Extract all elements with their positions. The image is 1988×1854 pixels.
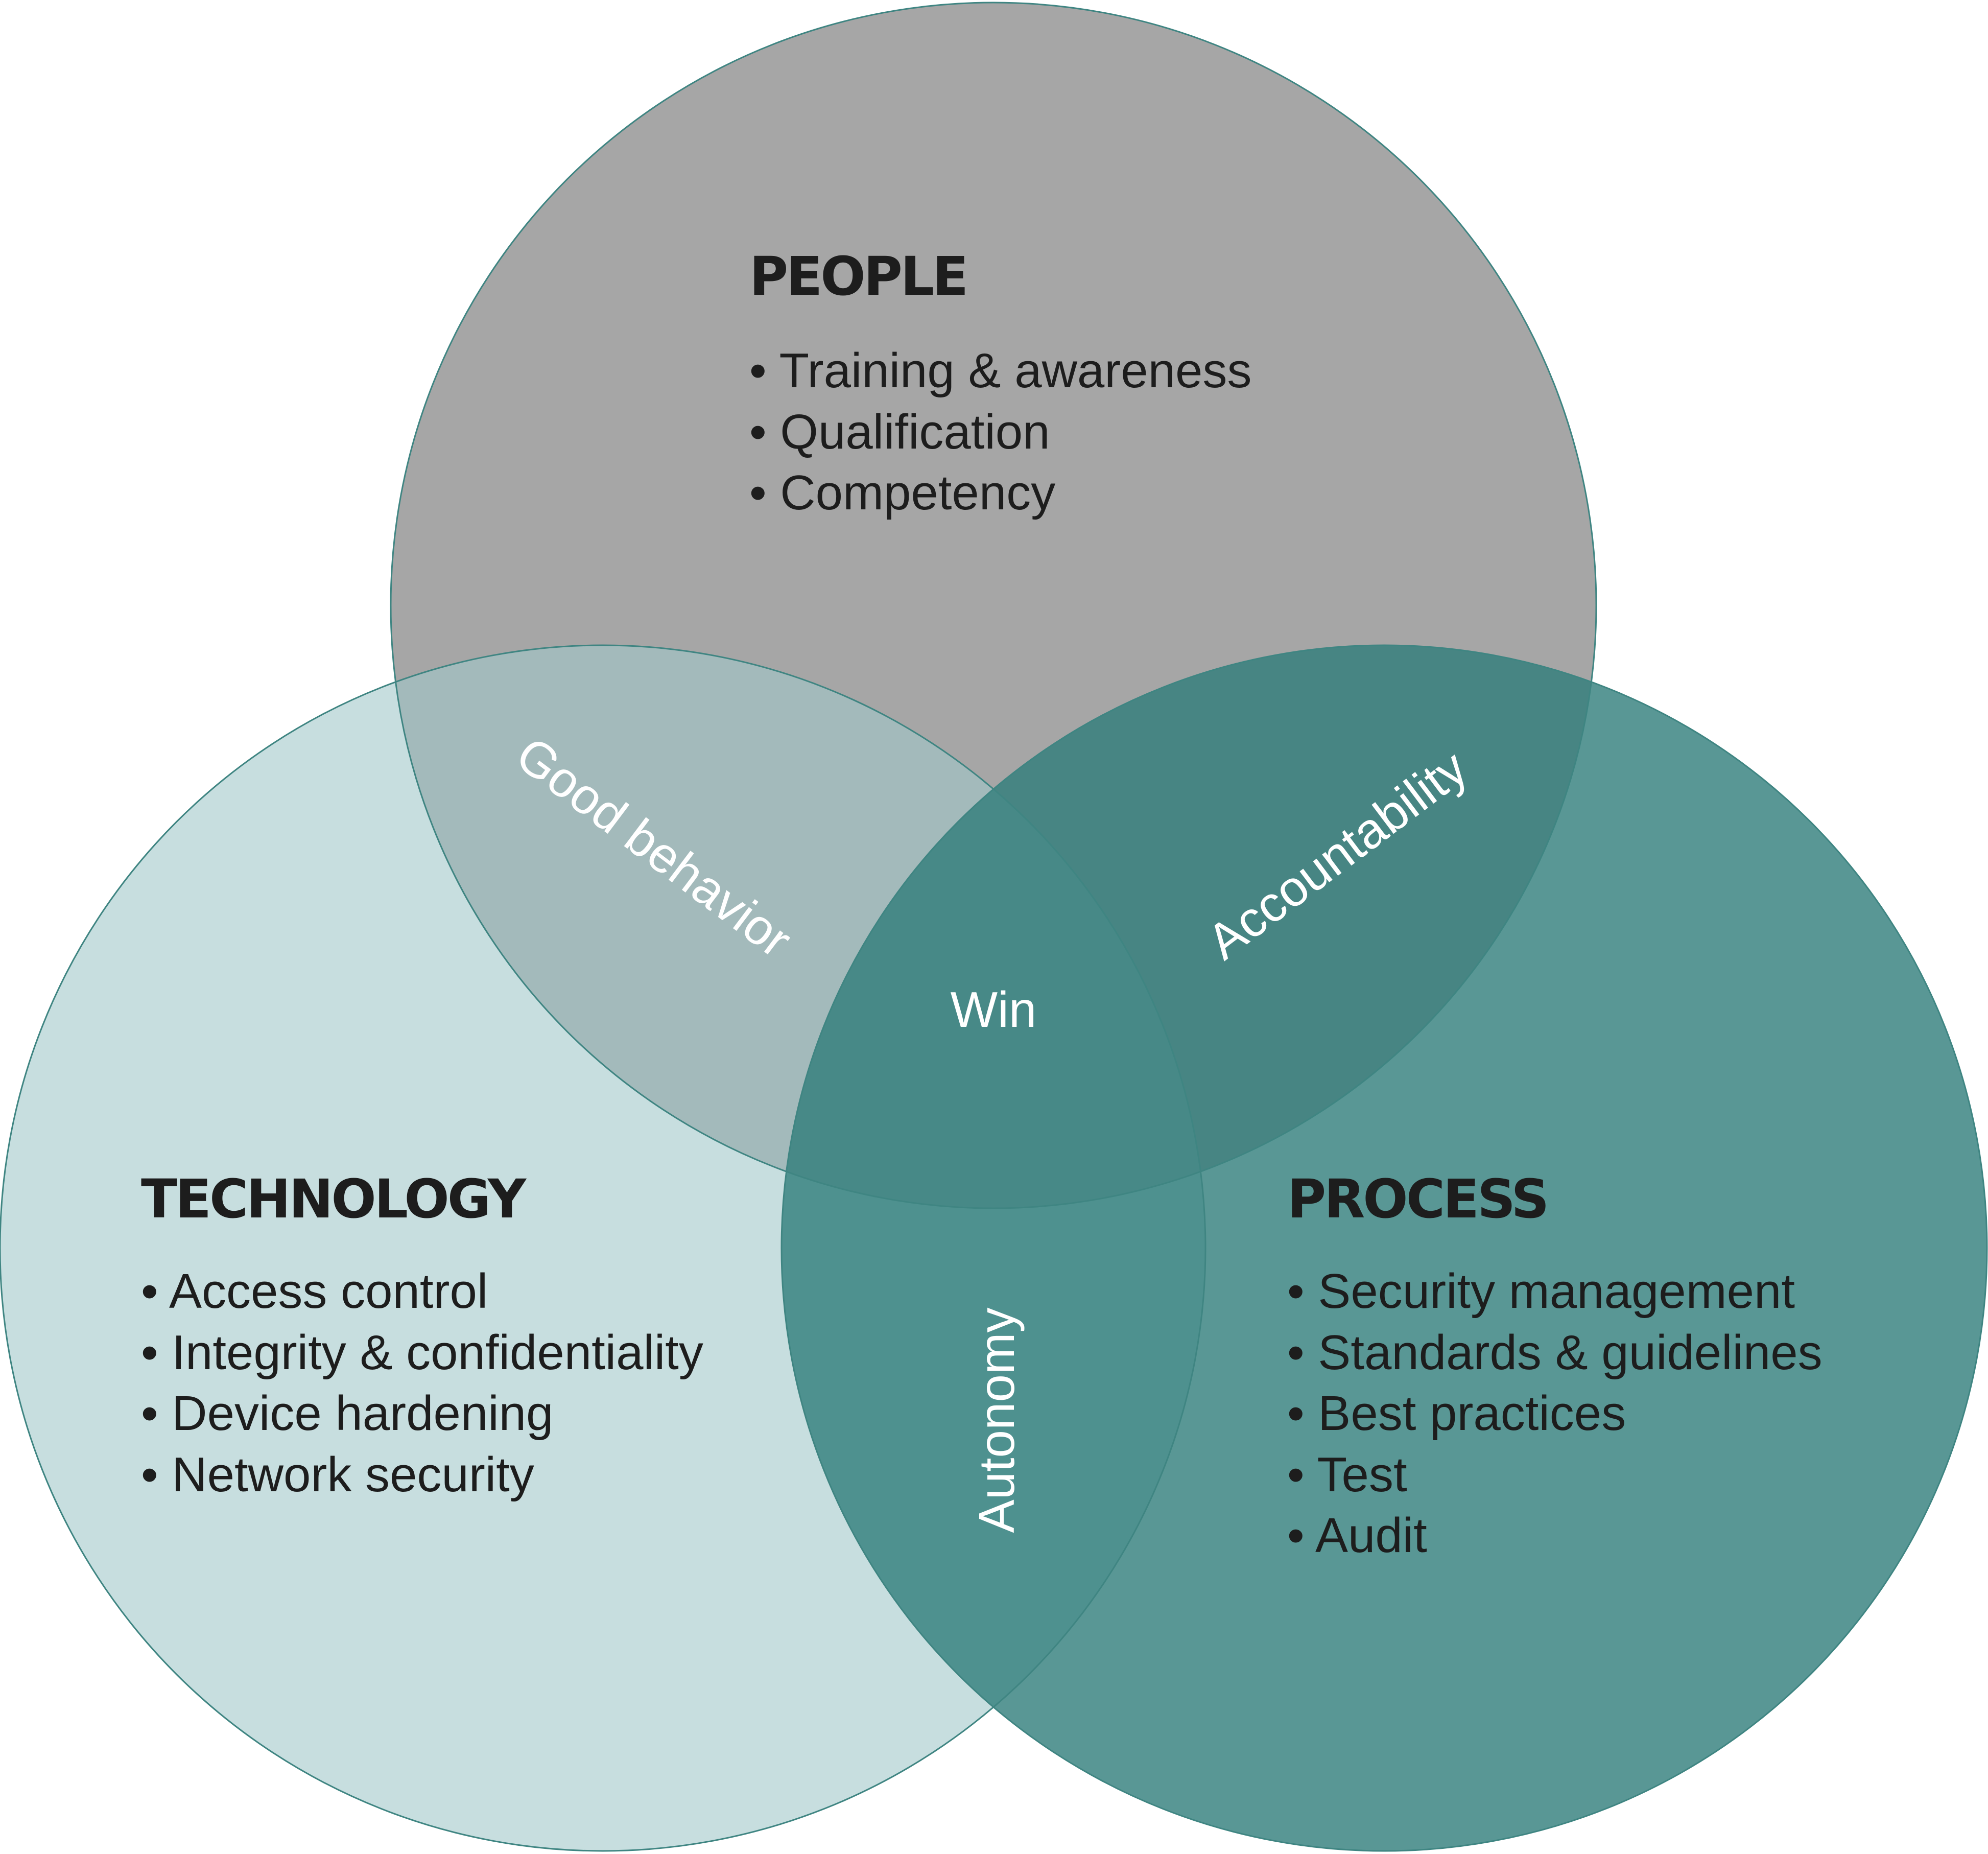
people-item: • Competency — [749, 465, 1055, 520]
people-item: • Qualification — [749, 405, 1050, 459]
process-item: • Security management — [1287, 1264, 1795, 1319]
overlap-label-win: Win — [951, 981, 1037, 1038]
process-item: • Best practices — [1287, 1386, 1626, 1441]
technology-item: • Access control — [141, 1264, 488, 1319]
overlap-label-autonomy: Autonomy — [968, 1307, 1025, 1533]
process-item: • Standards & guidelines — [1287, 1325, 1823, 1380]
process-title: PROCESS — [1287, 1168, 1547, 1230]
technology-title: TECHNOLOGY — [141, 1168, 527, 1230]
process-item: • Audit — [1287, 1508, 1427, 1563]
process-circle — [782, 645, 1987, 1851]
technology-item: • Device hardening — [141, 1386, 553, 1441]
process-circle-outline — [780, 644, 1988, 1852]
people-item: • Training & awareness — [749, 343, 1251, 398]
technology-circle-outline — [0, 644, 1206, 1852]
technology-item: • Network security — [141, 1447, 534, 1502]
people-circle-outline — [390, 2, 1597, 1209]
technology-item: • Integrity & confidentiality — [141, 1325, 703, 1380]
process-item: • Test — [1287, 1447, 1407, 1502]
people-title: PEOPLE — [749, 245, 966, 308]
